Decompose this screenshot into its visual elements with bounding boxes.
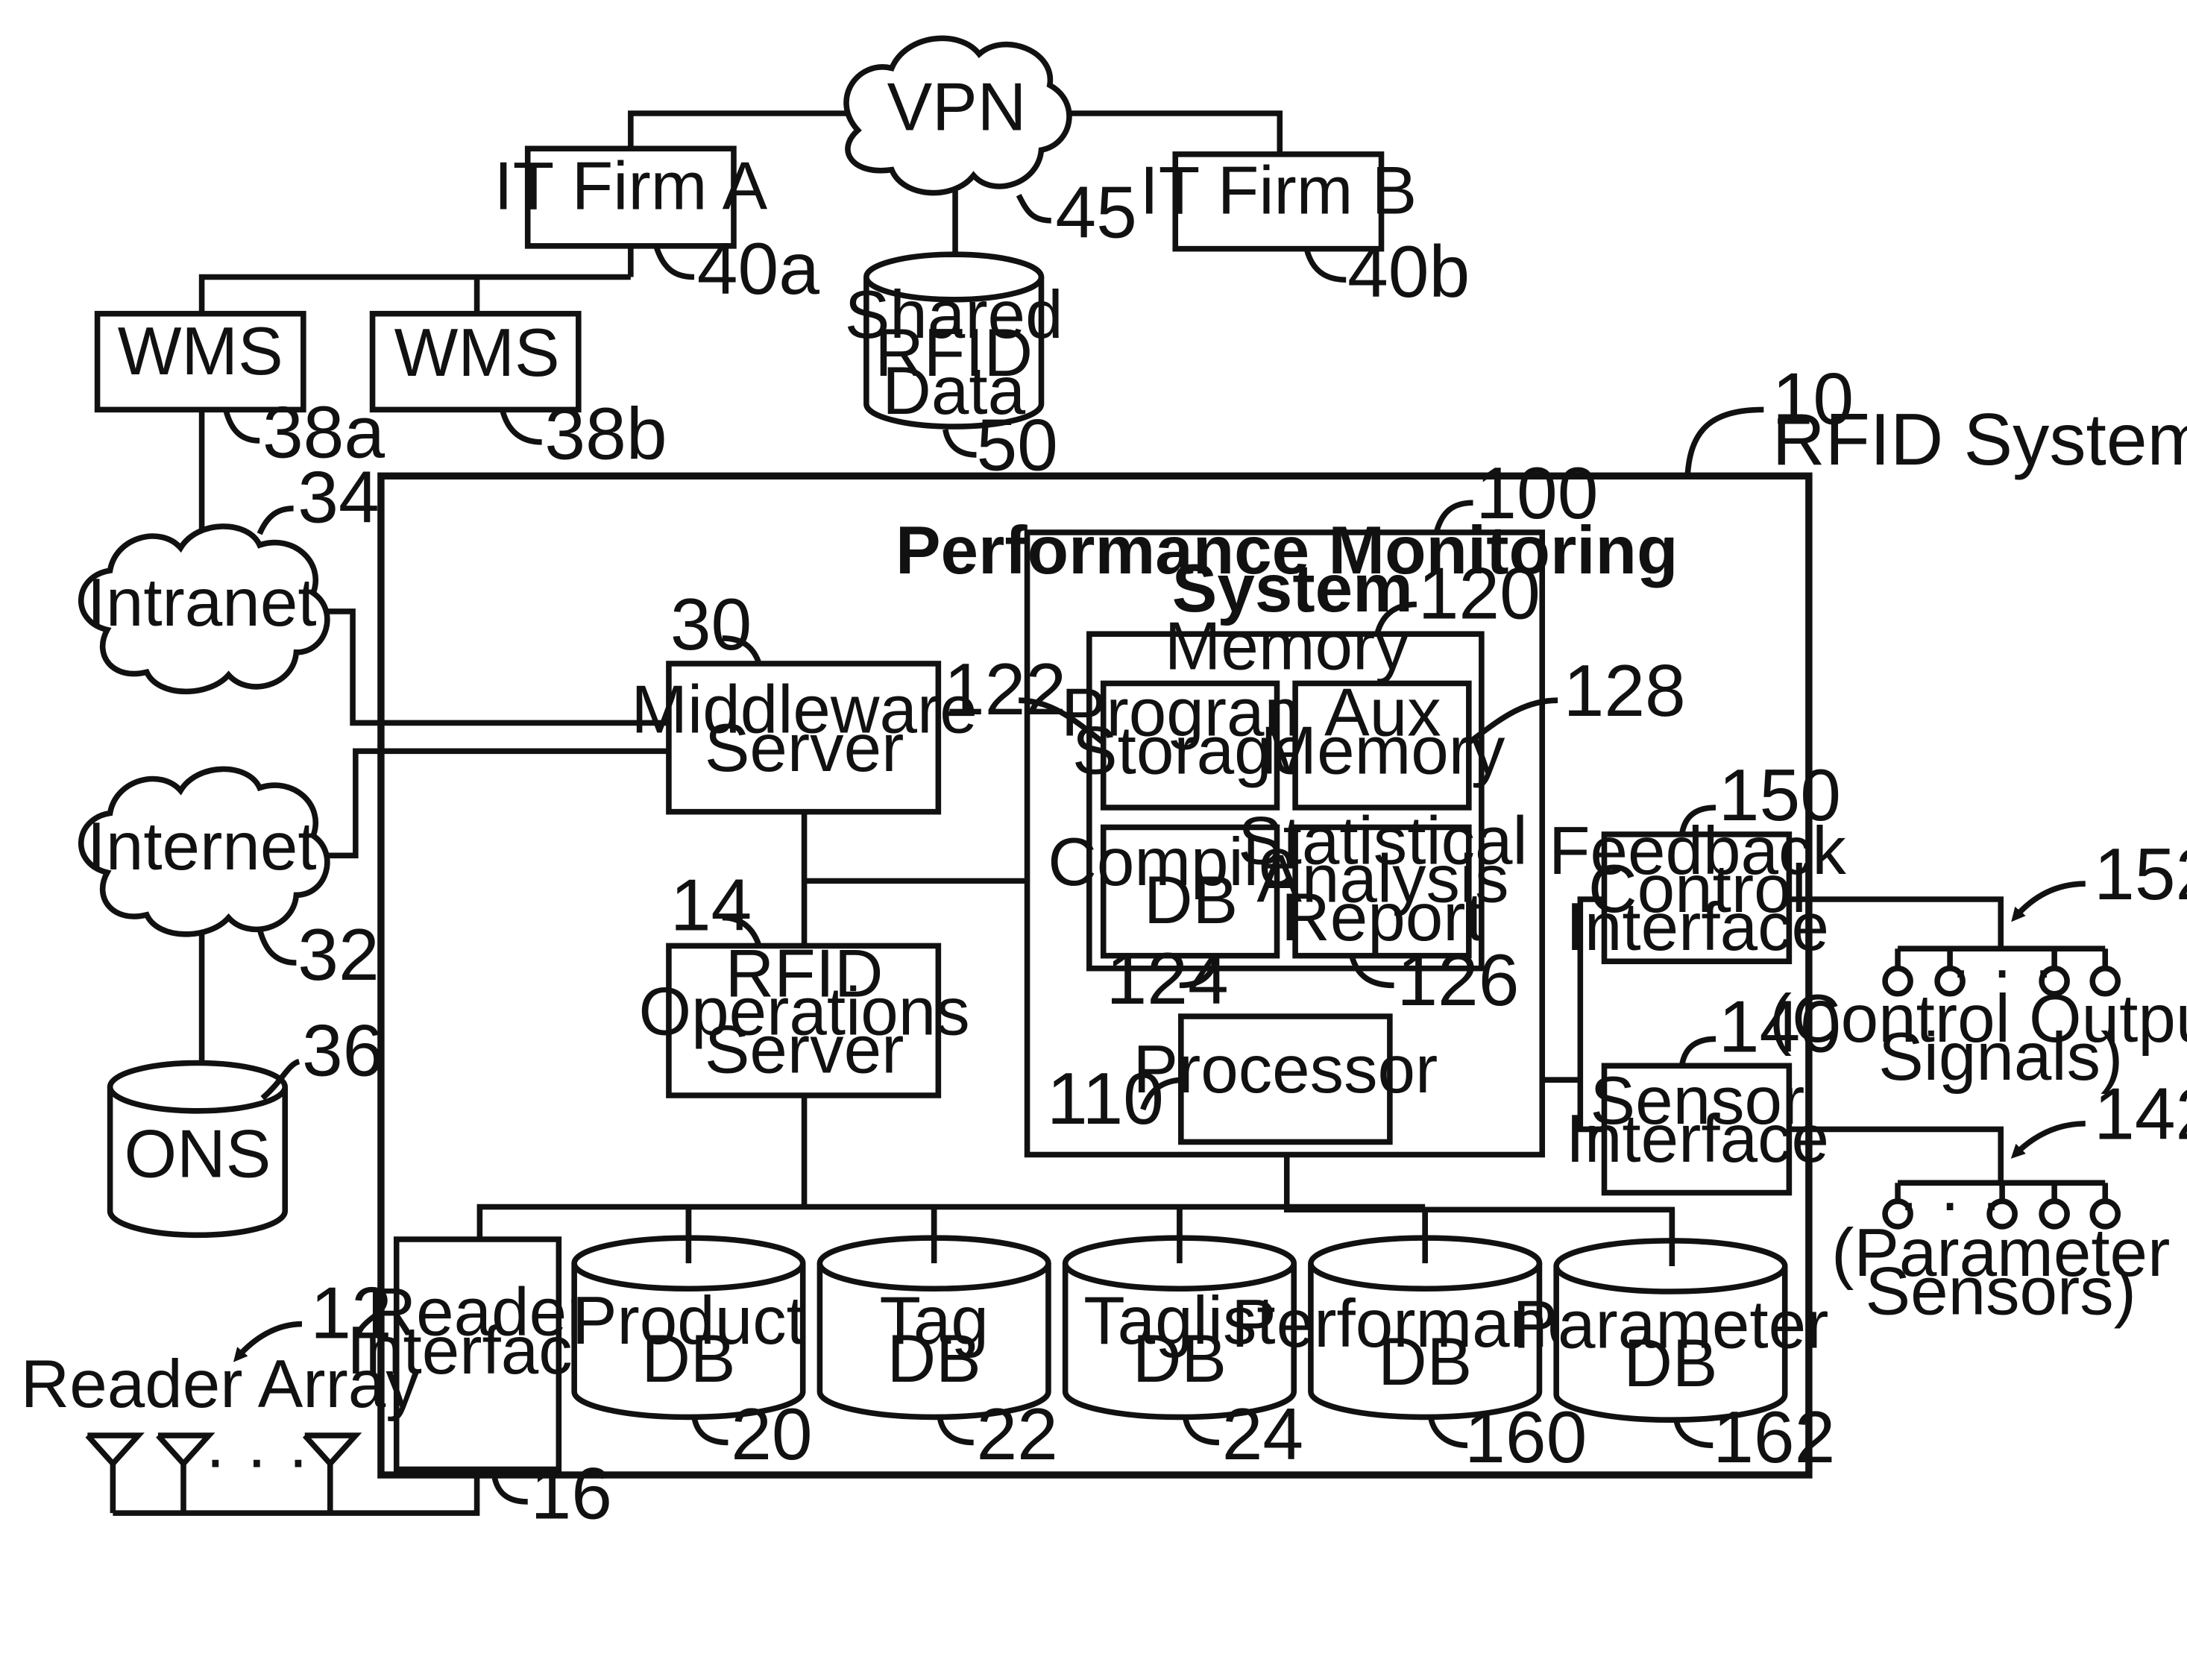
parameter-sensors: · · · (Parameter Sensors) xyxy=(1831,1165,2170,1329)
reader-array: Reader Array · · · xyxy=(21,1347,421,1513)
reader-array-ellipsis: · · · xyxy=(204,1421,309,1497)
intranet-cloud: Intranet xyxy=(81,526,327,691)
ref-product-db: 20 xyxy=(731,1393,812,1475)
feedback-line-3: Interface xyxy=(1566,890,1829,965)
ref-ons: 36 xyxy=(302,1010,383,1092)
parameter-db-line-2: DB xyxy=(1623,1326,1717,1401)
tag-db-line-2: DB xyxy=(887,1321,981,1397)
memory-label: Memory xyxy=(1165,609,1410,685)
vpn-cloud: VPN xyxy=(846,38,1069,192)
parameter-sensor-arrow xyxy=(2015,1124,2086,1155)
ref-intranet: 34 xyxy=(298,456,379,538)
tag-db-cylinder: Tag DB xyxy=(819,1206,1048,1417)
ref-middleware: 30 xyxy=(670,583,752,665)
middleware-line-2: Server xyxy=(705,711,904,786)
antenna-icon xyxy=(158,1435,209,1513)
parameter-db-cylinder: Parameter DB xyxy=(1512,1209,1828,1420)
ref-tag-db: 22 xyxy=(976,1393,1057,1475)
sensor-interface-box: Sensor Interface xyxy=(1566,1063,1829,1193)
compiled-db-line-2: DB xyxy=(1144,863,1238,938)
ref-vpn: 45 xyxy=(1055,172,1136,254)
ref-control-signals: 152 xyxy=(2094,833,2187,915)
ref-stat-report: 126 xyxy=(1397,939,1519,1021)
wms-b-label: WMS xyxy=(394,315,560,391)
param-sensors-line-2: Sensors) xyxy=(1866,1253,2136,1329)
ref-it-firm-a: 40a xyxy=(697,227,819,309)
it-firm-b-label: IT Firm B xyxy=(1140,153,1417,228)
aux-memory-line-2: Memory xyxy=(1260,714,1505,789)
product-db-line-2: DB xyxy=(641,1321,735,1397)
ref-param-sensors: 142 xyxy=(2094,1073,2187,1155)
ref-pms: 100 xyxy=(1476,452,1598,534)
ref-compiled-db: 124 xyxy=(1107,937,1229,1019)
vpn-label: VPN xyxy=(887,70,1027,145)
ons-label: ONS xyxy=(125,1117,271,1192)
control-output-arrow xyxy=(2015,884,2086,917)
ref-parameter-db: 162 xyxy=(1713,1396,1835,1478)
statistical-analysis-report-box: Statistical Analysis Report xyxy=(1238,804,1528,956)
performance-db-line-2: DB xyxy=(1378,1324,1472,1400)
middleware-server-box: Middleware Server xyxy=(631,664,977,812)
ref-aux-memory: 128 xyxy=(1564,649,1686,732)
intranet-label: Intranet xyxy=(87,565,317,641)
product-db-cylinder: Product DB xyxy=(572,1206,805,1417)
control-output-signals: · · · (Control Output Signals) xyxy=(1769,932,2187,1095)
rfid-system-label: RFID System xyxy=(1772,398,2187,480)
feedback-control-interface-box: Feedback Control Interface xyxy=(1549,814,1846,965)
ref-internet: 32 xyxy=(298,913,379,995)
antenna-icon xyxy=(87,1435,138,1513)
ref-reader-array: 12 xyxy=(310,1271,391,1353)
antenna-icon xyxy=(305,1435,356,1513)
internet-cloud: Internet xyxy=(81,769,327,934)
reader-array-label: Reader Array xyxy=(21,1347,421,1422)
rfid-operations-server-box: RFID Operations Server xyxy=(638,937,969,1095)
ref-program-storage: 122 xyxy=(944,648,1066,730)
ref-wms-b: 38b xyxy=(544,393,667,475)
ref-taglist-db: 24 xyxy=(1222,1393,1303,1475)
ref-it-firm-b: 40b xyxy=(1347,230,1470,312)
control-signals-line-2: Signals) xyxy=(1878,1019,2123,1095)
processor-label: Processor xyxy=(1133,1032,1438,1107)
rfid-ops-line-3: Server xyxy=(705,1013,904,1088)
sensor-if-line-2: Interface xyxy=(1566,1101,1829,1177)
ons-cylinder: ONS xyxy=(110,1063,286,1235)
ref-processor: 110 xyxy=(1047,1057,1164,1139)
taglist-db-line-2: DB xyxy=(1133,1321,1227,1397)
it-firm-a-label: IT Firm A xyxy=(494,149,768,224)
ref-reader-if: 16 xyxy=(530,1453,611,1535)
ref-feedback: 150 xyxy=(1719,754,1841,836)
wms-a-label: WMS xyxy=(118,314,283,389)
ref-rfid-ops: 14 xyxy=(670,864,752,946)
internet-label: Internet xyxy=(87,809,317,884)
ref-memory: 120 xyxy=(1418,552,1541,634)
shared-rfid-data-cylinder: Shared RFID Data xyxy=(845,254,1063,429)
